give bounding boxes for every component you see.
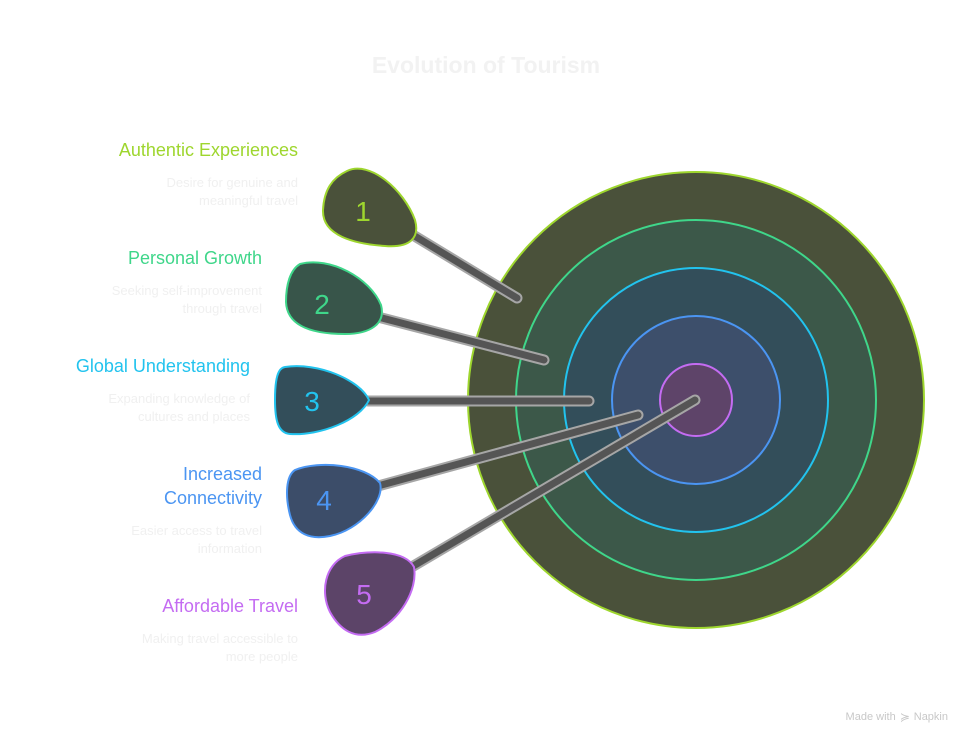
item-1-desc-line-1: Desire for genuine and (166, 175, 298, 190)
napkin-brand-label: Napkin (913, 711, 948, 723)
dart-3-head (273, 365, 371, 436)
item-2-desc-line-1: Seeking self-improvement (111, 283, 262, 298)
footer-branding: Made with ≽ Napkin (846, 710, 948, 724)
item-4-title-line-2: Connectivity (163, 488, 262, 508)
diagram-title: Evolution of Tourism (371, 52, 601, 78)
item-5-title-line: Affordable Travel (162, 596, 298, 616)
item-4-desc-line-2: information (197, 541, 262, 556)
dart-1-shaft (404, 228, 521, 302)
item-2-description: Seeking self-improvement through travel (112, 282, 262, 318)
dart-2: 2 (284, 261, 383, 336)
item-2-title-line: Personal Growth (127, 248, 262, 268)
dart-4-number: 4 (316, 485, 332, 516)
dart-5-head (324, 551, 416, 636)
dart-1: 1 (321, 167, 418, 248)
item-3-title: Global Understanding (76, 354, 250, 378)
dart-4: 4 (286, 463, 382, 539)
made-with-label: Made with (845, 711, 896, 723)
item-4-title-line-1: Increased (182, 464, 262, 484)
dart-5: 5 (324, 551, 416, 636)
item-5-title: Affordable Travel (162, 594, 298, 618)
item-1-title-line: Authentic Experiences (118, 140, 298, 160)
item-2-desc-line-2: through travel (182, 301, 263, 316)
item-3-title-line: Global Understanding (75, 356, 250, 376)
dart-2-head (284, 261, 383, 336)
dart-1-number: 1 (355, 196, 371, 227)
item-1-desc-line-2: meaningful travel (199, 193, 298, 208)
item-3-desc-line-2: cultures and places (137, 409, 250, 424)
item-1-title: Authentic Experiences (119, 138, 298, 162)
dart-5-shaft (406, 396, 699, 572)
item-5-description: Making travel accessible to more people (142, 630, 298, 666)
item-5-desc-line-1: Making travel accessible to (141, 631, 298, 646)
dart-4-head (286, 463, 382, 539)
item-5-desc-line-2: more people (225, 649, 298, 664)
dart-1-head (321, 167, 418, 248)
napkin-logo-icon: ≽ (899, 710, 910, 724)
dart-3-number: 3 (304, 386, 320, 417)
item-4-title: Increased Connectivity (164, 462, 262, 510)
dart-3: 3 (273, 365, 371, 436)
dart-2-shaft (374, 313, 548, 364)
item-3-description: Expanding knowledge of cultures and plac… (108, 390, 250, 426)
item-2-title: Personal Growth (128, 246, 262, 270)
item-1-description: Desire for genuine and meaningful travel (166, 174, 298, 210)
dart-2-number: 2 (314, 289, 330, 320)
dart-4-shaft (374, 411, 642, 490)
item-3-desc-line-1: Expanding knowledge of (108, 391, 250, 406)
dart-shafts (362, 226, 701, 574)
dart-5-number: 5 (356, 579, 372, 610)
item-4-description: Easier access to travel information (131, 522, 262, 558)
item-4-desc-line-1: Easier access to travel (131, 523, 262, 538)
